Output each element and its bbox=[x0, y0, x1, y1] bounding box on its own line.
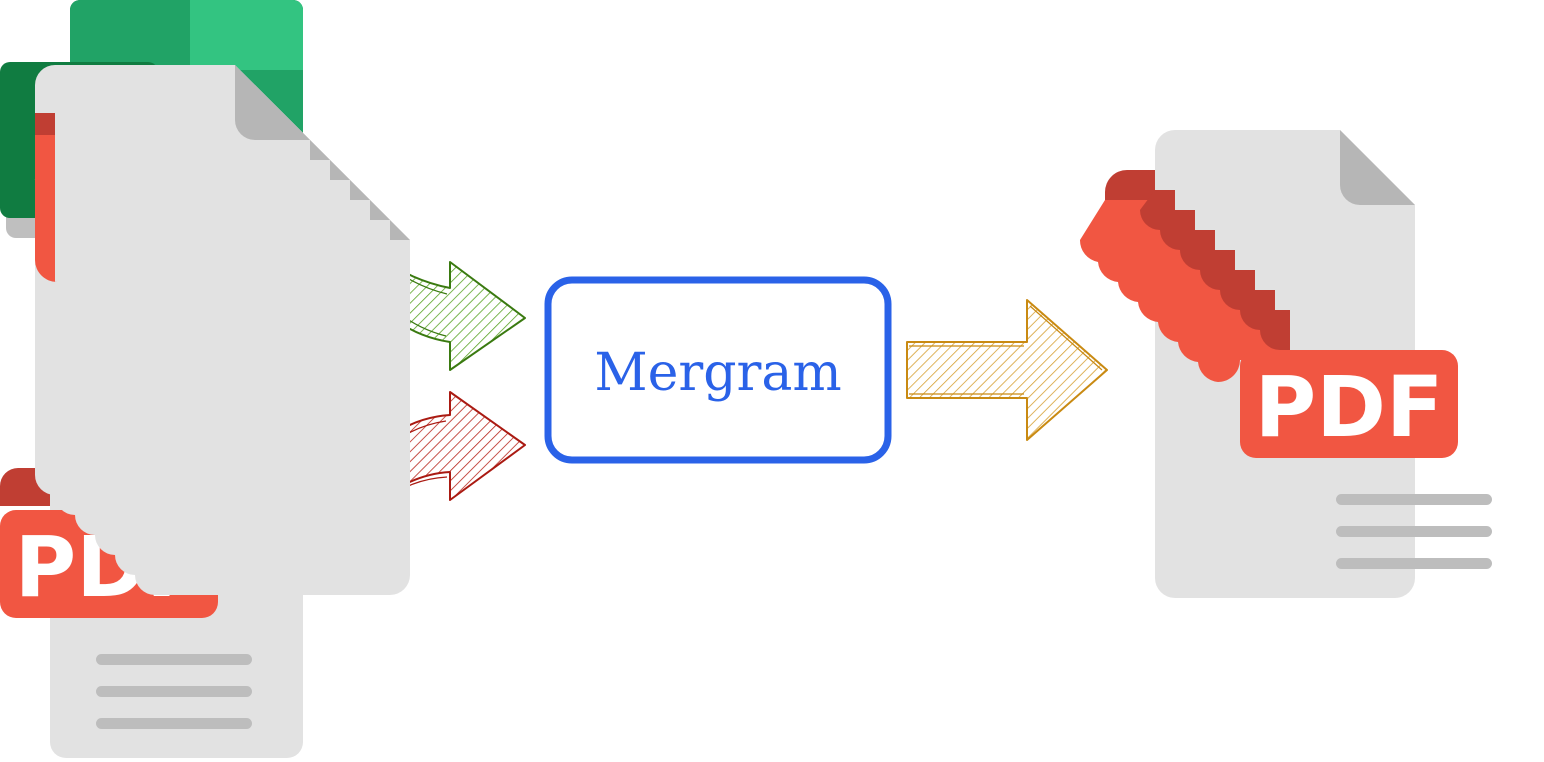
orange-straight-arrow bbox=[906, 299, 1108, 441]
orange-arrow-sketch bbox=[909, 305, 1103, 395]
pdf-output-stack-icon: PDF bbox=[35, 65, 1492, 598]
pdf-output-line bbox=[1336, 526, 1492, 537]
pdf-output-line bbox=[1336, 558, 1492, 569]
pdf-input-line bbox=[96, 654, 252, 665]
pdf-output-label: PDF bbox=[1255, 358, 1444, 456]
orange-arrow-body bbox=[906, 299, 1108, 441]
pdf-output-spine bbox=[1079, 190, 1290, 382]
pdf-input-line bbox=[96, 686, 252, 697]
pdf-output-spine-dark bbox=[1140, 190, 1290, 350]
excel-sheet-top-right bbox=[190, 0, 303, 70]
pdf-output-line bbox=[1336, 494, 1492, 505]
mergram-box-frame bbox=[544, 276, 892, 464]
mergram-box: Mergram bbox=[544, 276, 892, 464]
pdf-output-page-1 bbox=[35, 65, 310, 495]
pdf-output-banner bbox=[1240, 350, 1458, 458]
pdf-input-line bbox=[96, 718, 252, 729]
mergram-label: Mergram bbox=[594, 343, 841, 403]
